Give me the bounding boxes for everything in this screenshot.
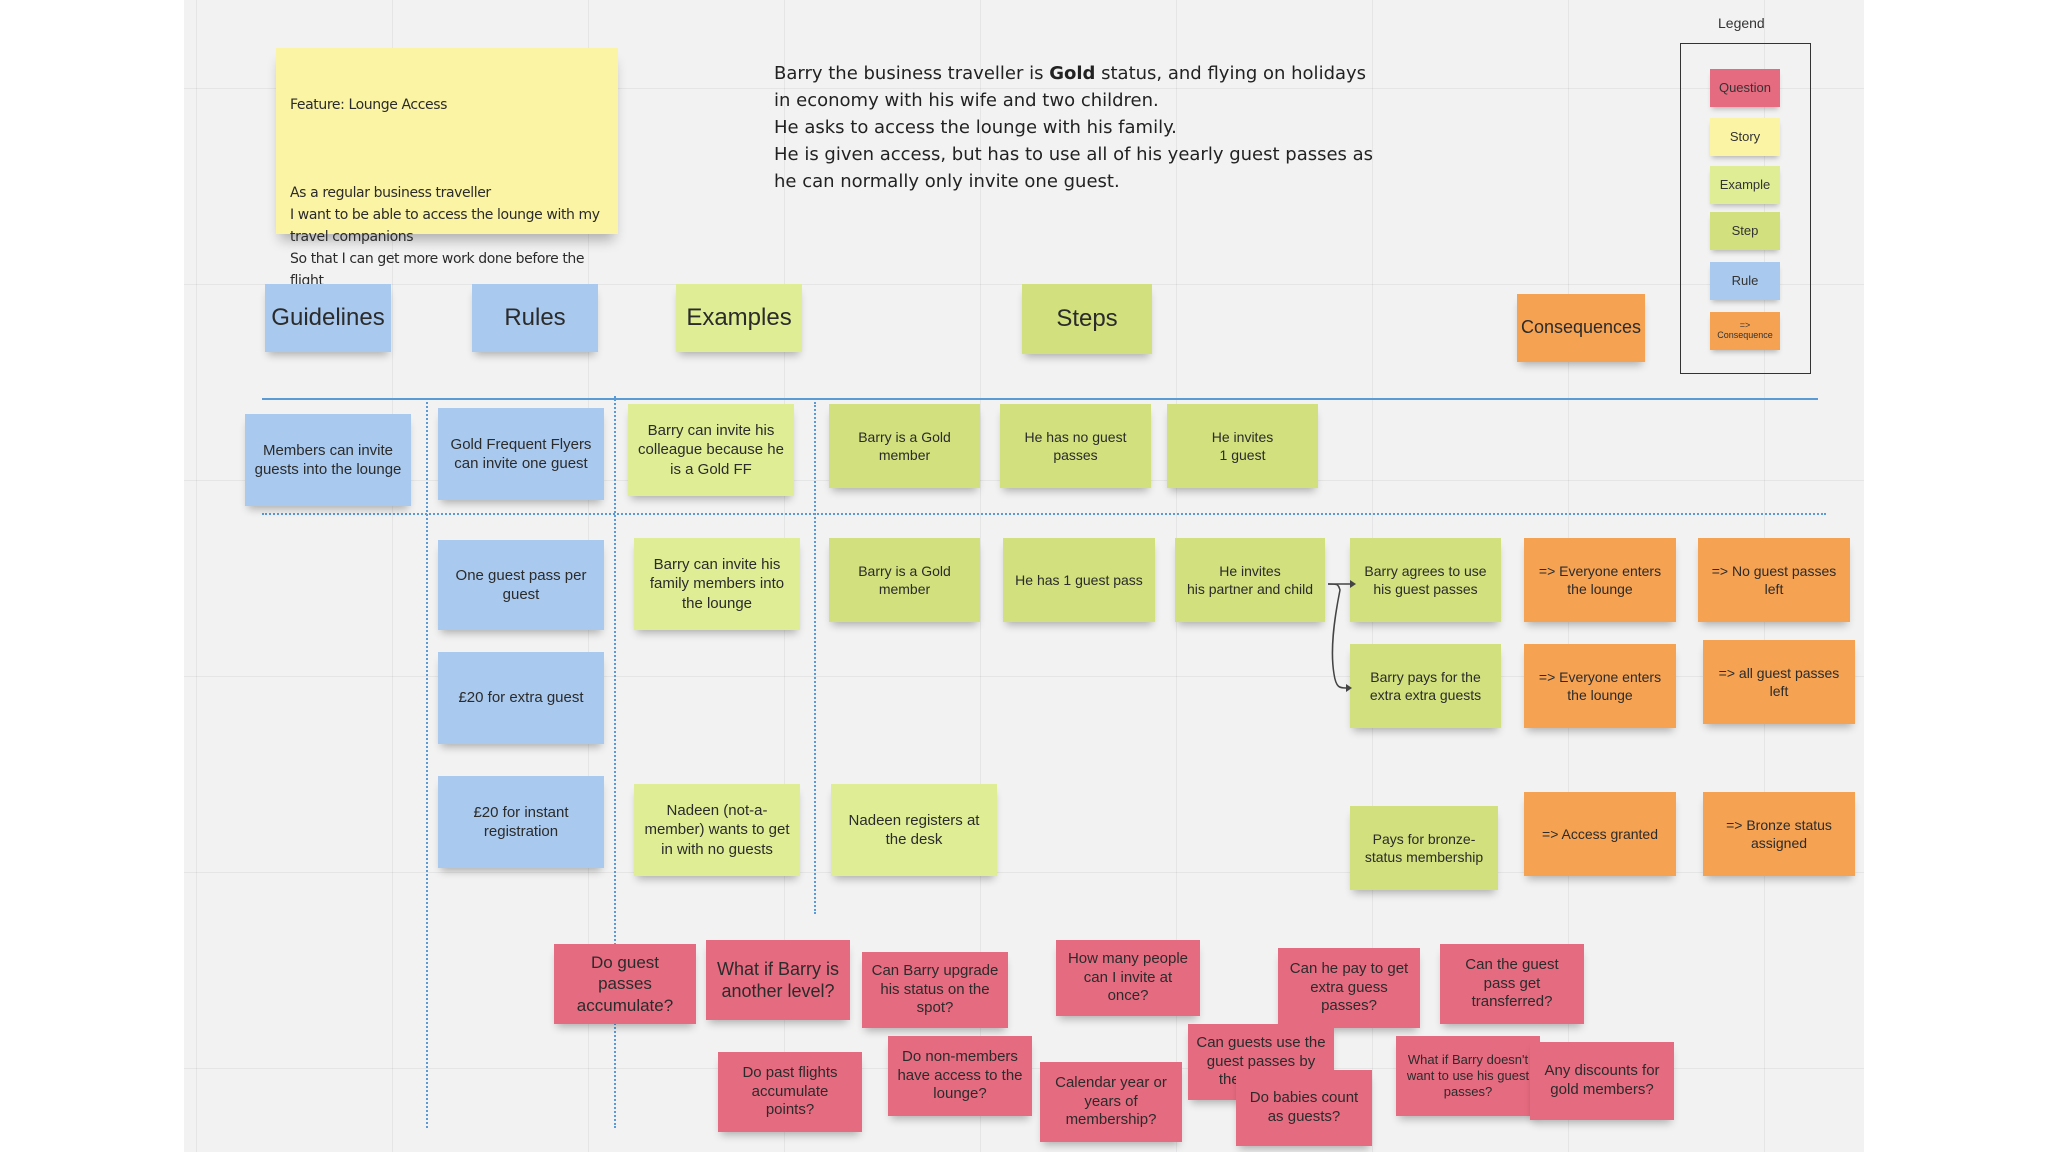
legend: Question Story Example Step Rule => Cons… <box>1680 43 1811 374</box>
consequence-no-passes-left[interactable]: => No guest passes left <box>1698 538 1850 622</box>
example-nadeen[interactable]: Nadeen (not-a-member) wants to get in wi… <box>634 784 800 876</box>
example-invite-family[interactable]: Barry can invite his family members into… <box>634 538 800 630</box>
question-gold-discounts[interactable]: Any discounts for gold members? <box>1530 1042 1674 1120</box>
consequence-everyone-enters-1[interactable]: => Everyone enters the lounge <box>1524 538 1676 622</box>
legend-consequence: => Consequence <box>1710 312 1780 350</box>
header-examples[interactable]: Examples <box>676 284 802 352</box>
step-invites-one-guest[interactable]: He invites 1 guest <box>1167 404 1318 488</box>
story-text: As a regular business traveller I want t… <box>290 185 600 289</box>
column-divider-guidelines <box>426 402 428 1128</box>
legend-question: Question <box>1710 69 1780 107</box>
column-divider-examples <box>814 402 816 914</box>
rule-one-pass-per-guest[interactable]: One guest pass per guest <box>438 540 604 630</box>
header-consequences[interactable]: Consequences <box>1517 294 1645 362</box>
step-agrees-use-passes[interactable]: Barry agrees to use his guest passes <box>1350 538 1501 622</box>
story-title: Feature: Lounge Access <box>290 97 448 113</box>
header-divider <box>262 398 1818 400</box>
legend-step: Step <box>1710 212 1780 250</box>
question-calendar-year[interactable]: Calendar year or years of membership? <box>1040 1062 1182 1142</box>
legend-rule: Rule <box>1710 262 1780 300</box>
consequence-all-passes-left[interactable]: => all guest passes left <box>1703 640 1855 724</box>
step-barry-gold-1[interactable]: Barry is a Gold member <box>829 404 980 488</box>
step-barry-gold-2[interactable]: Barry is a Gold member <box>829 538 980 622</box>
consequence-everyone-enters-2[interactable]: => Everyone enters the lounge <box>1524 644 1676 728</box>
question-not-use-passes[interactable]: What if Barry doesn't want to use his gu… <box>1396 1036 1540 1116</box>
question-babies-count[interactable]: Do babies count as guests? <box>1236 1070 1372 1146</box>
legend-example: Example <box>1710 166 1780 204</box>
guideline-members-invite[interactable]: Members can invite guests into the loung… <box>245 414 411 506</box>
step-pays-bronze[interactable]: Pays for bronze-status membership <box>1350 806 1498 890</box>
rule-20-instant-registration[interactable]: £20 for instant registration <box>438 776 604 868</box>
step-one-guest-pass[interactable]: He has 1 guest pass <box>1003 538 1155 622</box>
consequence-bronze-assigned[interactable]: => Bronze status assigned <box>1703 792 1855 876</box>
consequence-access-granted[interactable]: => Access granted <box>1524 792 1676 876</box>
rule-gold-one-guest[interactable]: Gold Frequent Flyers can invite one gues… <box>438 408 604 500</box>
story-card[interactable]: Feature: Lounge Access As a regular busi… <box>276 48 618 289</box>
question-another-level[interactable]: What if Barry is another level? <box>706 940 850 1020</box>
question-non-members-access[interactable]: Do non-members have access to the lounge… <box>888 1036 1032 1116</box>
example-invite-colleague[interactable]: Barry can invite his colleague because h… <box>628 404 794 496</box>
scenario-lead: Barry the business traveller is <box>774 63 1050 84</box>
rule-20-extra-guest[interactable]: £20 for extra guest <box>438 652 604 744</box>
step-no-guest-passes[interactable]: He has no guest passes <box>1000 404 1151 488</box>
question-pay-extra-passes[interactable]: Can he pay to get extra guess passes? <box>1278 948 1420 1028</box>
column-divider-rules <box>614 396 616 1128</box>
scenario-bold: Gold <box>1049 63 1096 84</box>
scenario-rest: status, and flying on holidays in econom… <box>774 63 1374 192</box>
header-steps[interactable]: Steps <box>1022 284 1152 354</box>
step-invites-partner-child[interactable]: He invites his partner and child <box>1175 538 1325 622</box>
question-upgrade-status[interactable]: Can Barry upgrade his status on the spot… <box>862 952 1008 1028</box>
row-divider <box>262 513 1826 515</box>
question-pass-transferred[interactable]: Can the guest pass get transferred? <box>1440 944 1584 1024</box>
question-past-flights[interactable]: Do past flights accumulate points? <box>718 1052 862 1132</box>
question-how-many-people[interactable]: How many people can I invite at once? <box>1056 940 1200 1016</box>
scenario-description: Barry the business traveller is Gold sta… <box>774 60 1374 195</box>
question-passes-accumulate[interactable]: Do guest passes accumulate? <box>554 944 696 1024</box>
header-rules[interactable]: Rules <box>472 284 598 352</box>
legend-title: Legend <box>1718 15 1765 31</box>
header-guidelines[interactable]: Guidelines <box>265 284 391 352</box>
legend-story: Story <box>1710 118 1780 156</box>
branch-connector <box>1327 580 1356 692</box>
step-nadeen-registers[interactable]: Nadeen registers at the desk <box>831 784 997 876</box>
example-mapping-board: Feature: Lounge Access As a regular busi… <box>184 0 1864 1152</box>
step-pays-extra-guests[interactable]: Barry pays for the extra extra guests <box>1350 644 1501 728</box>
